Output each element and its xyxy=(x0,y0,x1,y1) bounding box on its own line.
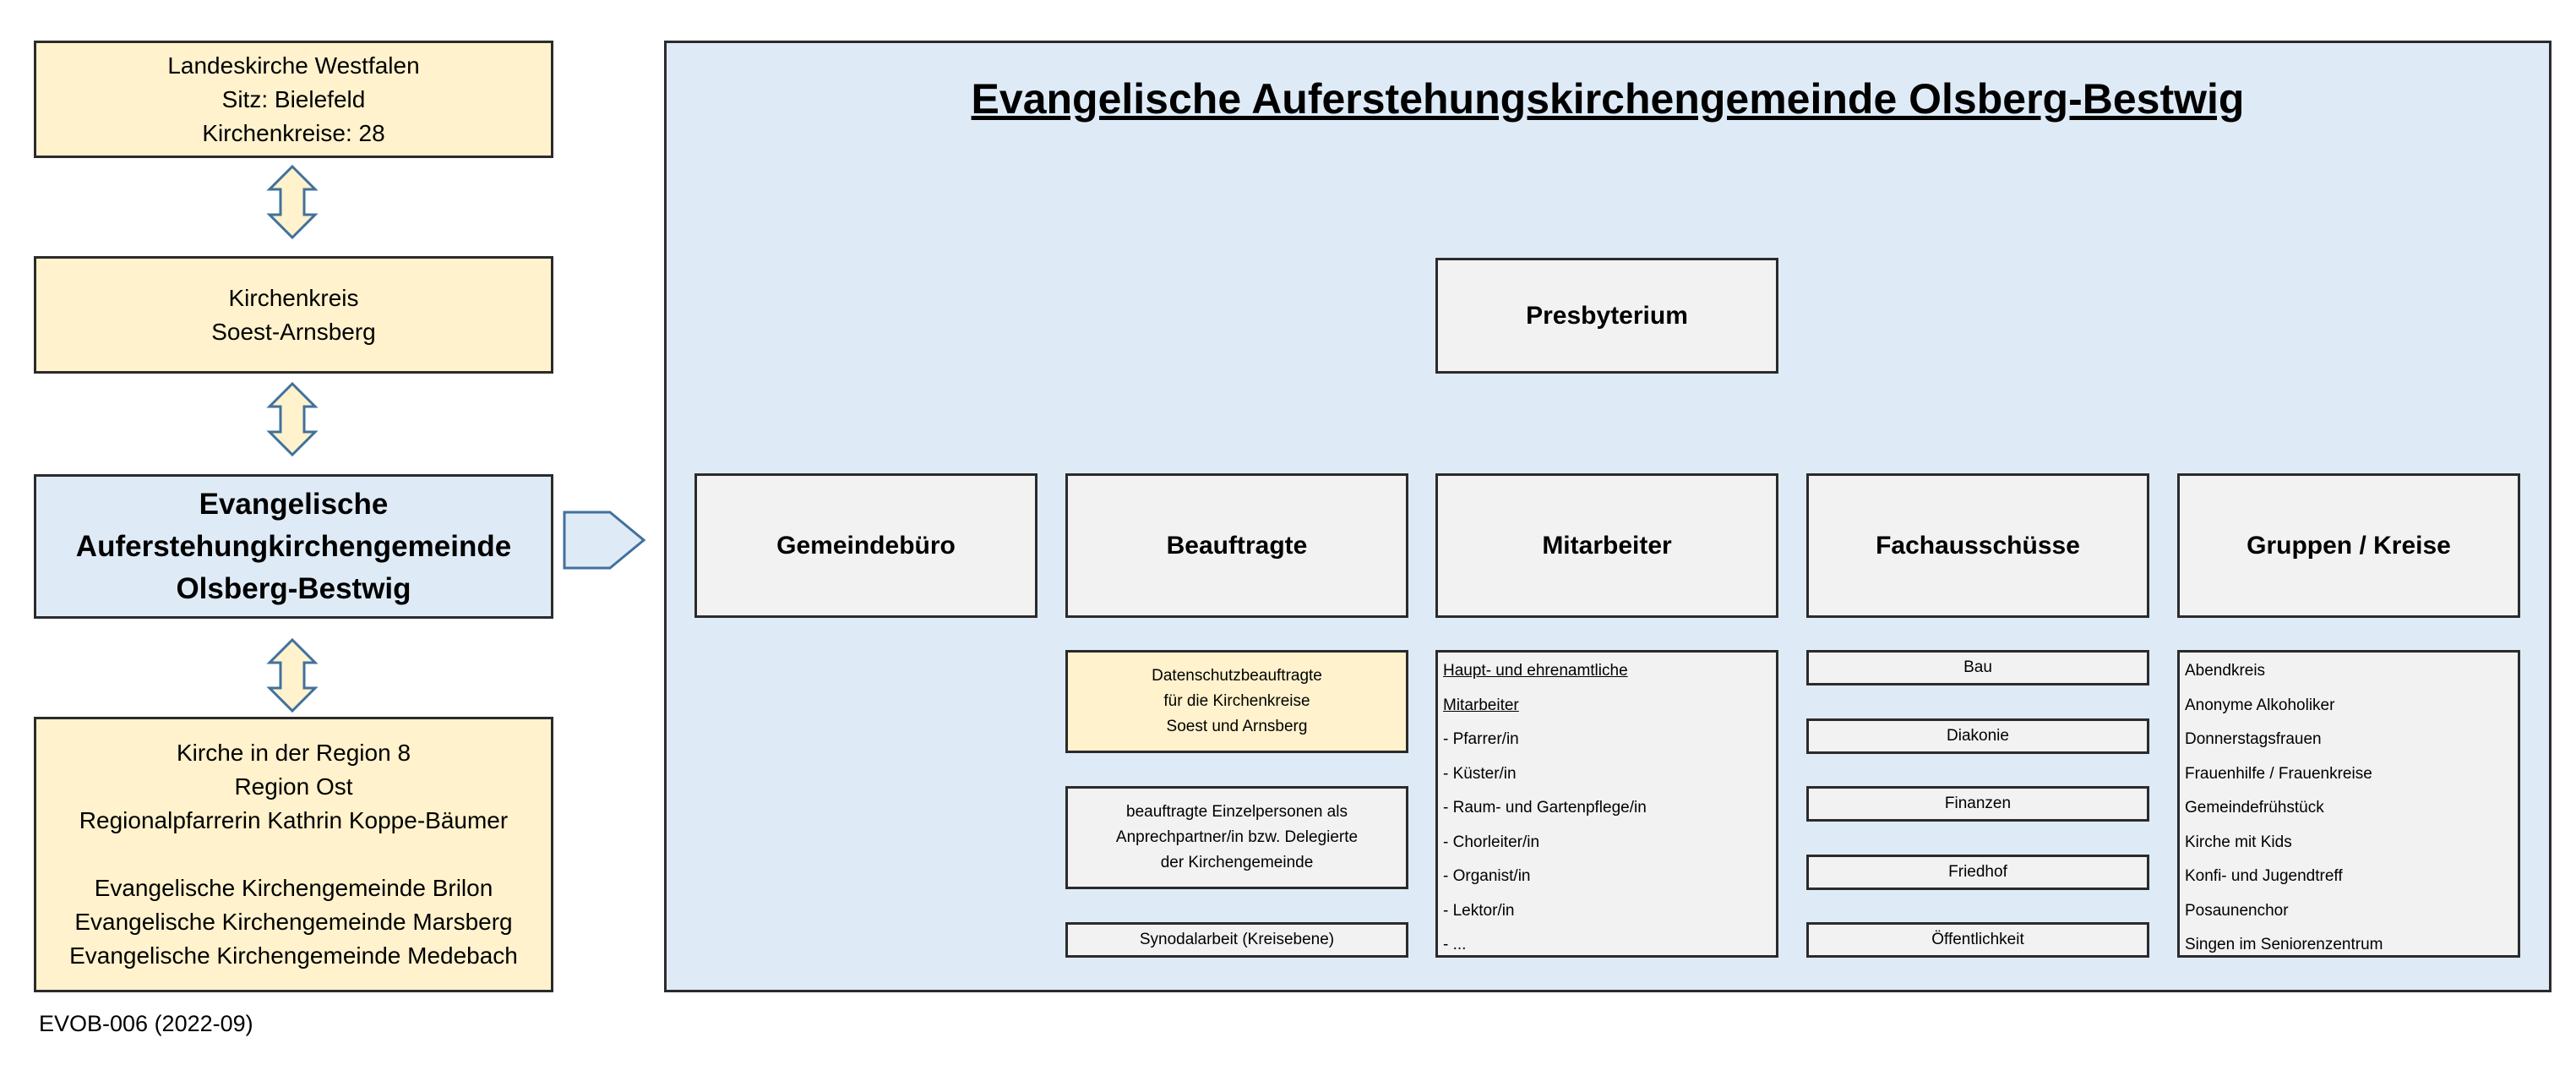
list-item: - Chorleiter/in xyxy=(1443,833,1540,851)
gemeinde-line-3: Olsberg-Bestwig xyxy=(176,571,411,605)
fachausschuss-friedhof: Friedhof xyxy=(1806,855,2149,890)
list-item: - Küster/in xyxy=(1443,764,1517,783)
gruppen-list: Abendkreis Anonyme Alkoholiker Donnersta… xyxy=(2177,650,2520,958)
datenschutz-line-2: für die Kirchenkreise xyxy=(1163,692,1310,710)
column-header-beauftragte: Beauftragte xyxy=(1065,473,1408,618)
kirchenkreis-line-1: Kirchenkreis xyxy=(228,284,359,311)
gemeinde-box: Evangelische Auferstehungkirchengemeinde… xyxy=(34,474,553,619)
fachausschuss-bau: Bau xyxy=(1806,650,2149,685)
fachausschuss-diakonie: Diakonie xyxy=(1806,718,2149,754)
landeskirche-line-1: Landeskirche Westfalen xyxy=(167,52,420,79)
gemeinde-line-1: Evangelische xyxy=(199,487,389,521)
region-box: Kirche in der Region 8 Region Ost Region… xyxy=(34,717,553,992)
list-item: Konfi- und Jugendtreff xyxy=(2185,867,2343,885)
region-line-6: Evangelische Kirchengemeinde Marsberg xyxy=(74,909,513,935)
landeskirche-line-3: Kirchenkreise: 28 xyxy=(202,119,385,146)
datenschutz-line-3: Soest und Arnsberg xyxy=(1166,718,1308,735)
mitarbeiter-heading-2: Mitarbeiter xyxy=(1443,696,1519,714)
column-header-mitarbeiter: Mitarbeiter xyxy=(1435,473,1778,618)
list-item: - Organist/in xyxy=(1443,867,1531,885)
pointer-arrow xyxy=(563,511,646,570)
region-line-1: Kirche in der Region 8 xyxy=(176,740,411,766)
mitarbeiter-heading-1: Haupt- und ehrenamtliche xyxy=(1443,662,1628,680)
list-item: - Lektor/in xyxy=(1443,901,1515,920)
presbyterium-box: Presbyterium xyxy=(1435,258,1778,374)
kirchenkreis-box: Kirchenkreis Soest-Arnsberg xyxy=(34,256,553,374)
doc-code: EVOB-006 (2022-09) xyxy=(39,1011,253,1036)
kirchenkreis-line-2: Soest-Arnsberg xyxy=(211,318,376,345)
fachausschuss-finanzen: Finanzen xyxy=(1806,786,2149,822)
datenschutz-line-1: Datenschutzbeauftragte xyxy=(1152,667,1322,685)
list-item: Anonyme Alkoholiker xyxy=(2185,696,2335,714)
mitarbeiter-list: Haupt- und ehrenamtliche Mitarbeiter - P… xyxy=(1435,650,1778,958)
list-item: Donnerstagsfrauen xyxy=(2185,730,2322,748)
list-item: - Raum- und Gartenpflege/in xyxy=(1443,799,1647,817)
region-line-3: Regionalpfarrerin Kathrin Koppe-Bäumer xyxy=(79,807,509,833)
einzelpersonen-box: beauftragte Einzelpersonen als Anprechpa… xyxy=(1065,786,1408,889)
fachausschuss-oeffentlichkeit: Öffentlichkeit xyxy=(1806,922,2149,958)
column-header-fachausschuesse: Fachausschüsse xyxy=(1806,473,2149,618)
list-item: Singen im Seniorenzentrum xyxy=(2185,936,2383,953)
einzelpersonen-line-1: beauftragte Einzelpersonen als xyxy=(1126,803,1348,821)
landeskirche-box: Landeskirche Westfalen Sitz: Bielefeld K… xyxy=(34,41,553,158)
list-item: Frauenhilfe / Frauenkreise xyxy=(2185,764,2372,783)
list-item: Kirche mit Kids xyxy=(2185,833,2292,851)
einzelpersonen-line-2: Anprechpartner/in bzw. Delegierte xyxy=(1115,828,1359,846)
region-line-5: Evangelische Kirchengemeinde Brilon xyxy=(94,875,493,901)
double-arrow-3 xyxy=(266,637,319,713)
column-header-gruppen: Gruppen / Kreise xyxy=(2177,473,2520,618)
list-item: - ... xyxy=(1443,936,1467,953)
einzelpersonen-line-3: der Kirchengemeinde xyxy=(1160,854,1314,871)
double-arrow-1 xyxy=(266,164,319,240)
datenschutz-box: Datenschutzbeauftragte für die Kirchenkr… xyxy=(1065,650,1408,753)
main-title: Evangelische Auferstehungskirchengemeind… xyxy=(971,75,2245,123)
list-item: - Pfarrer/in xyxy=(1443,730,1519,748)
landeskirche-line-2: Sitz: Bielefeld xyxy=(221,85,366,112)
region-line-2: Region Ost xyxy=(234,773,353,800)
list-item: Posaunenchor xyxy=(2185,901,2289,920)
synodal-box: Synodalarbeit (Kreisebene) xyxy=(1065,922,1408,958)
region-line-7: Evangelische Kirchengemeinde Medebach xyxy=(69,942,518,969)
list-item: Abendkreis xyxy=(2185,662,2266,680)
double-arrow-2 xyxy=(266,381,319,457)
list-item: Gemeindefrühstück xyxy=(2185,799,2324,817)
gemeinde-line-2: Auferstehungkirchengemeinde xyxy=(75,529,512,563)
column-header-gemeindebuero: Gemeindebüro xyxy=(694,473,1037,618)
